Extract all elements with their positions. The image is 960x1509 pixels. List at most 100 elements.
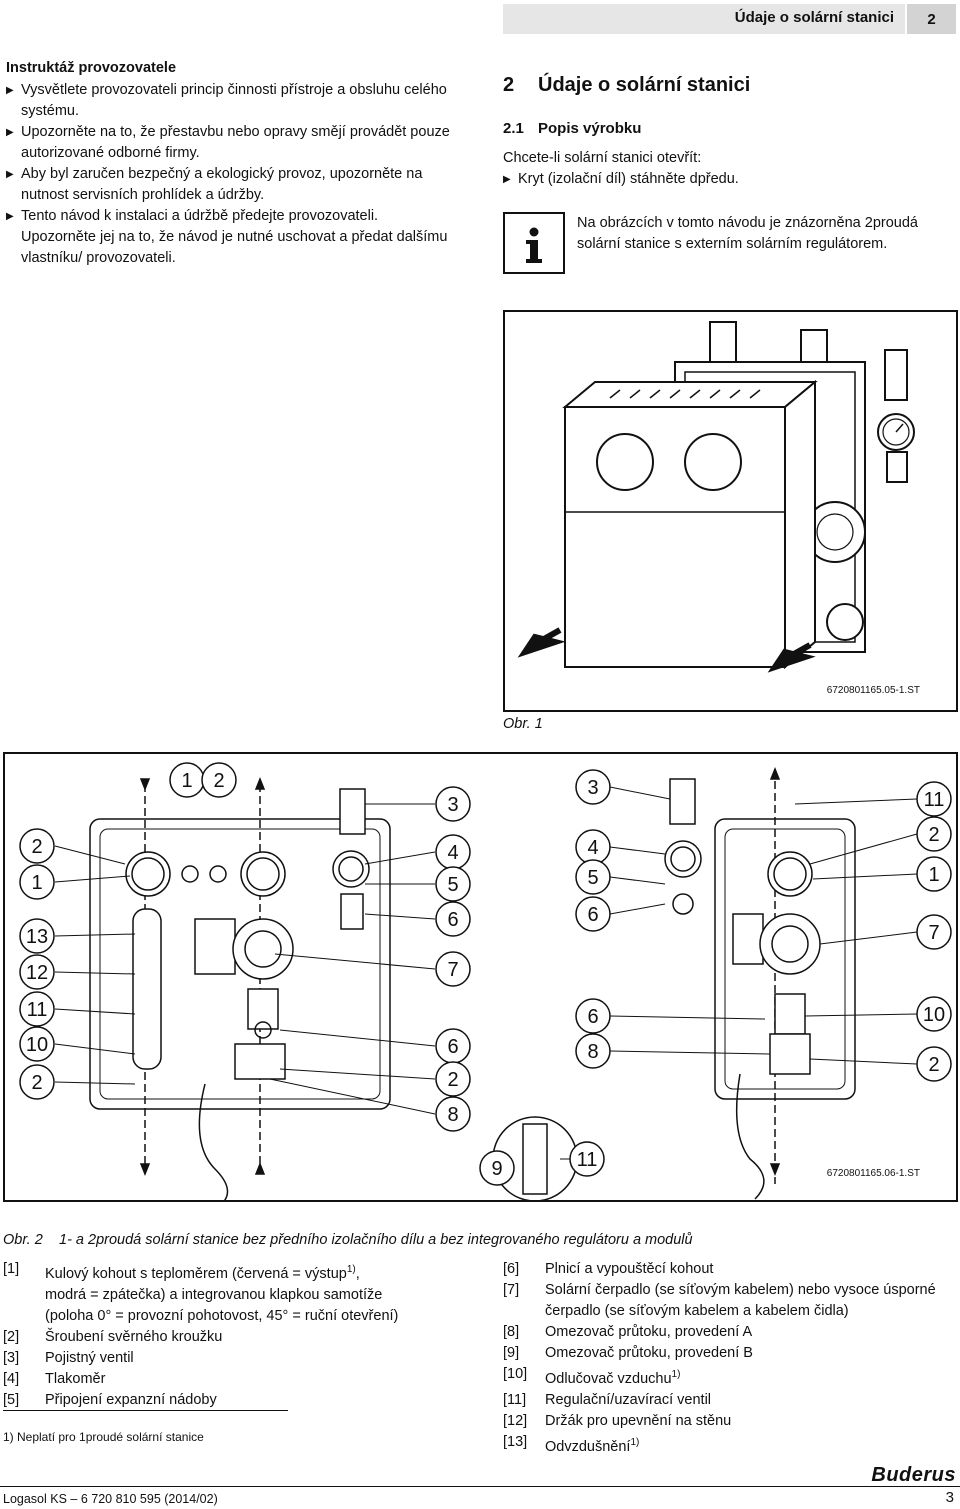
callout-number: 11	[27, 999, 48, 1021]
legend-row: [11] Regulační/uzavírací ventil	[503, 1390, 953, 1411]
legend-key	[503, 1301, 545, 1322]
bullet-item: Kryt (izolační díl) stáhněte dpředu.	[503, 169, 943, 190]
legend-key: [3]	[3, 1349, 20, 1366]
legend-text: Odlučovač vzduchu1)	[545, 1369, 681, 1387]
callout-circle	[916, 1046, 952, 1082]
callout-circle	[916, 781, 952, 817]
operator-instruction-heading: Instruktáž provozovatele	[6, 60, 177, 76]
callout-number: 2	[31, 1072, 42, 1094]
legend-text: Připojení expanzní nádoby	[45, 1391, 217, 1408]
legend-left: [1] Kulový kohout s teploměrem (červená =…	[3, 1259, 483, 1411]
legend-key: [2]	[3, 1328, 20, 1345]
callout-number: 1	[181, 770, 192, 792]
callout-circle	[19, 954, 55, 990]
callout-number: 11	[577, 1149, 598, 1171]
callout-circle	[916, 816, 952, 852]
legend-text: (poloha 0° = provozní pohotovost, 45° = …	[45, 1307, 399, 1324]
callout-number: 4	[447, 842, 458, 864]
callout-number: 11	[924, 789, 945, 811]
callout-circle	[575, 1033, 611, 1069]
legend-text: Plnicí a vypouštěcí kohout	[545, 1261, 714, 1277]
callout-circle	[19, 1026, 55, 1062]
legend-key	[3, 1306, 45, 1327]
callout-circle	[916, 996, 952, 1032]
callout-number: 2	[213, 770, 224, 792]
callout-number: 5	[447, 874, 458, 896]
callout-circle	[435, 866, 471, 902]
legend-key: [4]	[3, 1370, 20, 1387]
callout-circle	[19, 864, 55, 900]
callout-number: 2	[31, 836, 42, 858]
intro-text: Chcete-li solární stanici otevřít:	[503, 150, 702, 166]
callout-circle	[575, 769, 611, 805]
legend-row: modrá = zpátečka) a integrovanou klapkou…	[3, 1285, 483, 1306]
callout-number: 8	[447, 1104, 458, 1126]
legend-key: [10]	[503, 1366, 528, 1382]
footnote-separator	[3, 1410, 288, 1411]
callout-number: 7	[928, 922, 939, 944]
footer-separator	[0, 1486, 960, 1487]
legend-text: Odvzdušnění1)	[545, 1436, 640, 1455]
header-bar	[503, 4, 905, 34]
buderus-logo: Buderus	[871, 1464, 956, 1486]
callout-circle	[201, 762, 237, 798]
legend-text: Tlakoměr	[45, 1370, 106, 1387]
legend-right: [6]Plnicí a vypouštěcí kohout[7]Solární …	[503, 1259, 953, 1458]
footnote: 1) Neplatí pro 1proudé solární stanice	[3, 1430, 204, 1444]
figure-2-code: 6720801165.06-1.ST	[826, 1168, 920, 1179]
callout-circle	[435, 1061, 471, 1097]
legend-text: Pojistný ventil	[45, 1349, 134, 1366]
bullet-item: Aby byl zaručen bezpečný a ekologický pr…	[6, 164, 456, 206]
callout-number: 2	[928, 824, 939, 846]
legend-text: Regulační/uzavírací ventil	[545, 1391, 712, 1408]
legend-key: [12]	[503, 1412, 528, 1429]
bullet-item: Upozorněte na to, že přestavbu nebo opra…	[6, 122, 456, 164]
legend-row: [10] Odlučovač vzduchu1)	[503, 1364, 953, 1390]
callout-number: 1	[31, 872, 42, 894]
open-instructions: Chcete-li solární stanici otevřít: Kryt …	[503, 148, 943, 190]
callout-circle	[19, 828, 55, 864]
legend-row: (poloha 0° = provozní pohotovost, 45° = …	[3, 1306, 483, 1327]
callout-circle	[435, 1096, 471, 1132]
callout-number: 5	[587, 867, 598, 889]
callout-circle	[435, 901, 471, 937]
legend-key	[3, 1285, 45, 1306]
footer-doc-id: Logasol KS – 6 720 810 595 (2014/02)	[3, 1492, 218, 1506]
callout-number: 6	[447, 1036, 458, 1058]
page-number: 3	[945, 1489, 954, 1506]
info-icon	[503, 212, 565, 274]
bullet-item: Vysvětlete provozovateli princip činnost…	[6, 80, 456, 122]
figure-1-caption: Obr. 1	[503, 716, 543, 732]
legend-key: [6]	[503, 1261, 520, 1277]
legend-key: [9]	[503, 1345, 520, 1361]
callout-circle	[575, 998, 611, 1034]
legend-row: [5] Připojení expanzní nádoby	[3, 1390, 483, 1411]
callout-circle	[435, 786, 471, 822]
info-note: Na obrázcích v tomto návodu je znázorněn…	[577, 215, 918, 252]
callout-number: 3	[447, 794, 458, 816]
callout-circle	[479, 1150, 515, 1186]
callout-number: 12	[26, 962, 48, 984]
callout-circle	[575, 896, 611, 932]
callout-number: 6	[587, 1006, 598, 1028]
callout-number: 9	[491, 1158, 502, 1180]
legend-row: [1] Kulový kohout s teploměrem (červená =…	[3, 1259, 483, 1285]
legend-key: [5]	[3, 1391, 20, 1408]
legend-text: čerpadlo (se síťovým kabelem a kabelem č…	[545, 1303, 849, 1319]
callout-number: 4	[587, 837, 598, 859]
figure-1-solar-station	[503, 310, 958, 712]
legend-row: [13]Odvzdušnění1)	[503, 1432, 953, 1458]
callout-circle	[575, 859, 611, 895]
legend-row: [2]Šroubení svěrného kroužku	[3, 1327, 483, 1348]
callout-number: 10	[923, 1004, 945, 1026]
callout-number: 2	[928, 1054, 939, 1076]
callout-circle	[916, 914, 952, 950]
legend-text: Kulový kohout s teploměrem (červená = vý…	[45, 1264, 360, 1282]
legend-row: [8]Omezovač průtoku, provedení A	[503, 1322, 953, 1343]
callout-circle	[569, 1141, 605, 1177]
callout-number: 7	[447, 959, 458, 981]
legend-key: [11]	[503, 1391, 527, 1408]
callout-number: 2	[447, 1069, 458, 1091]
legend-key: [1]	[3, 1261, 20, 1277]
